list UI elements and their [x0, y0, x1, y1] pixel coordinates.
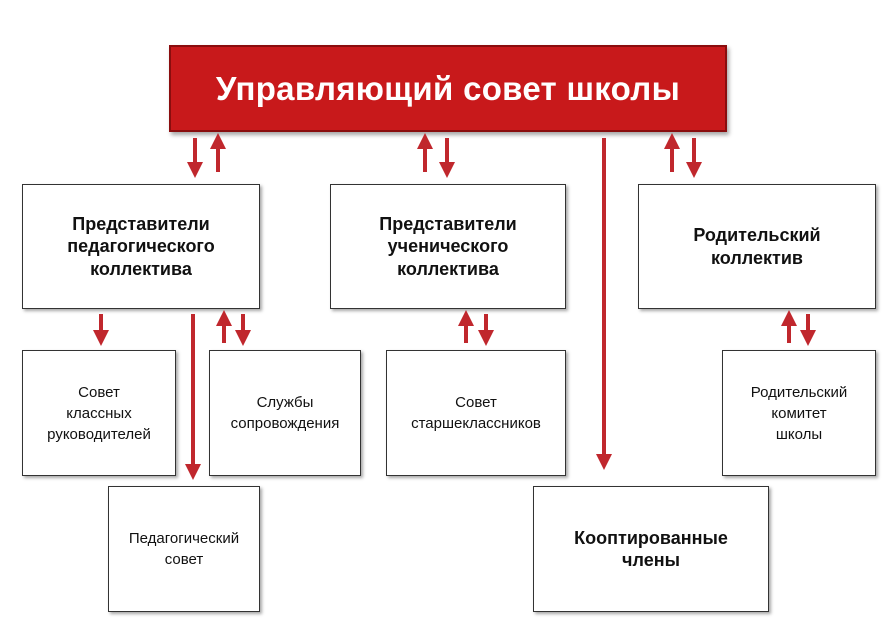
students-reps-box: Представители ученического коллектива	[330, 184, 566, 309]
teachers-reps-box: Представители педагогического коллектива	[22, 184, 260, 309]
teachers-reps-label: Представители педагогического коллектива	[67, 213, 215, 279]
school-council-box: Управляющий совет школы	[169, 45, 727, 132]
support-services-box: Службы сопровождения	[209, 350, 361, 476]
class-leaders-council-box: Совет классных руководителей	[22, 350, 176, 476]
parents-collective-box: Родительский коллектив	[638, 184, 876, 309]
coopted-members-label: Кооптированные члены	[574, 527, 728, 571]
parents-committee-box: Родительский комитет школы	[722, 350, 876, 476]
parents-committee-label: Родительский комитет школы	[750, 383, 848, 443]
pedagogical-council-label: Педагогический совет	[128, 530, 240, 568]
seniors-council-label: Совет старшеклассников	[411, 394, 541, 432]
parents-collective-label: Родительский коллектив	[693, 225, 821, 268]
class-leaders-council-label: Совет классных руководителей	[47, 383, 151, 443]
support-services-label: Службы сопровождения	[230, 394, 340, 432]
seniors-council-box: Совет старшеклассников	[386, 350, 566, 476]
pedagogical-council-box: Педагогический совет	[108, 486, 260, 612]
students-reps-label: Представители ученического коллектива	[379, 213, 517, 279]
diagram-title: Управляющий совет школы	[215, 69, 681, 107]
coopted-members-box: Кооптированные члены	[533, 486, 769, 612]
